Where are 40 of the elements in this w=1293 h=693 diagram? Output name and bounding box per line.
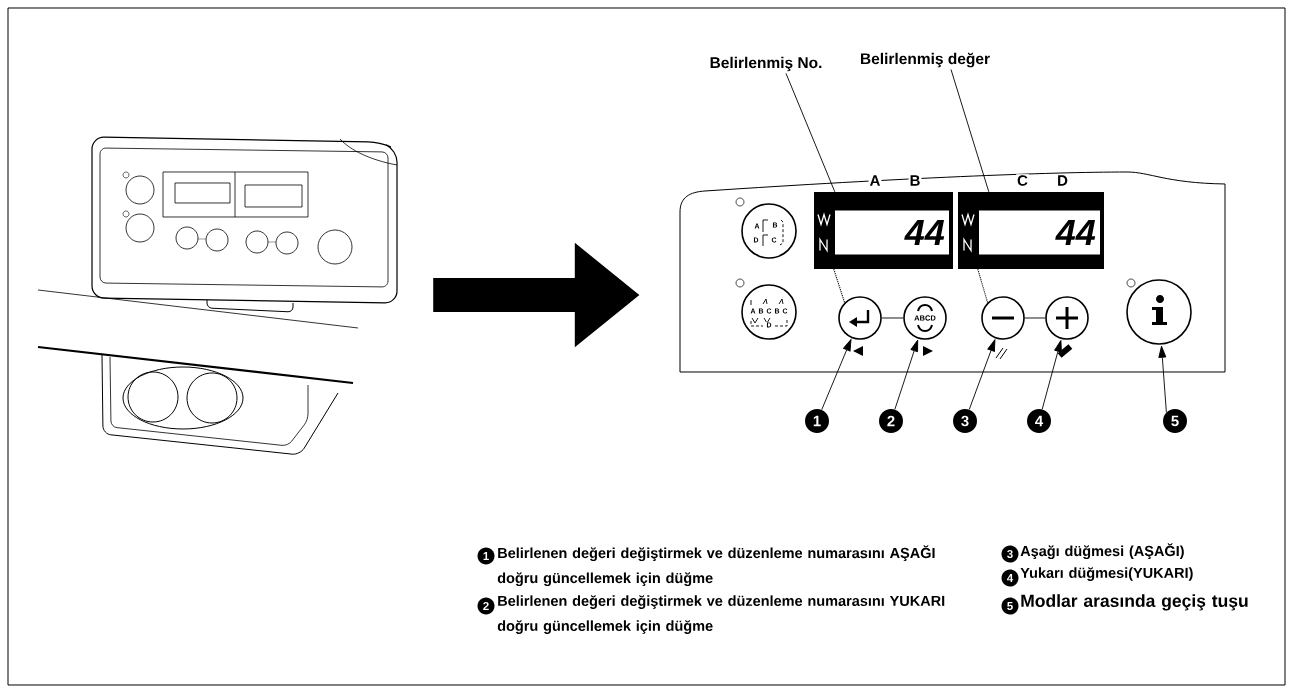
digit-display: 44 C D — [958, 174, 1104, 269]
plus-button — [1045, 296, 1089, 340]
callout-number: 3 — [1001, 545, 1019, 563]
callout-number: 2 — [477, 597, 495, 615]
connector-line — [1024, 317, 1046, 319]
control-panel-drawing — [679, 171, 1226, 373]
leader-line — [785, 72, 836, 193]
callout-number: 5 — [1163, 409, 1187, 433]
legend-text: Yukarı düğmesi(YUKARI) — [1020, 567, 1193, 581]
enter-button — [838, 296, 882, 340]
callout-number: 1 — [477, 547, 495, 565]
callout-number: 4 — [1001, 569, 1019, 587]
dotted-line — [977, 268, 989, 304]
node-label: B — [910, 175, 920, 186]
legend-text: Belirlenen değeri değiştirmek ve düzenleme numarasını YUKARI doğru güncellemek için düğme — [497, 595, 945, 634]
callout-number: 3 — [953, 409, 977, 433]
connector-line — [881, 317, 904, 319]
leader-arrow — [821, 339, 852, 411]
leader-arrow — [894, 339, 919, 410]
legend-text: Belirlenen değeri değiştirmek ve düzenleme numarasını AŞAĞI doğru güncellemek için düğme — [497, 545, 935, 587]
callout-number: 5 — [1001, 597, 1019, 615]
callout-label: Belirlenmiş No. — [710, 56, 822, 72]
digit-display: 44 A B — [814, 174, 953, 269]
callout-number: 4 — [1027, 409, 1051, 433]
leader-arrow — [1158, 345, 1167, 413]
leader-arrow — [1041, 340, 1062, 410]
info-button — [1126, 279, 1192, 345]
leader-line — [950, 69, 990, 193]
control-box-drawing — [37, 136, 398, 455]
leader-arrow — [968, 339, 996, 410]
dotted-line — [833, 268, 846, 304]
node-label: A — [869, 175, 881, 186]
legend-text: Modlar arasında geçiş tuşu — [1021, 594, 1248, 611]
node-label: C — [1017, 175, 1028, 186]
callout-label: Belirlenmiş değer — [861, 52, 990, 68]
minus-button — [981, 296, 1025, 340]
callout-number: 1 — [805, 409, 829, 433]
legend-text: Aşağı düğmesi (AŞAĞI) — [1020, 543, 1184, 560]
node-label: D — [1058, 175, 1068, 186]
callout-number: 2 — [879, 409, 903, 433]
